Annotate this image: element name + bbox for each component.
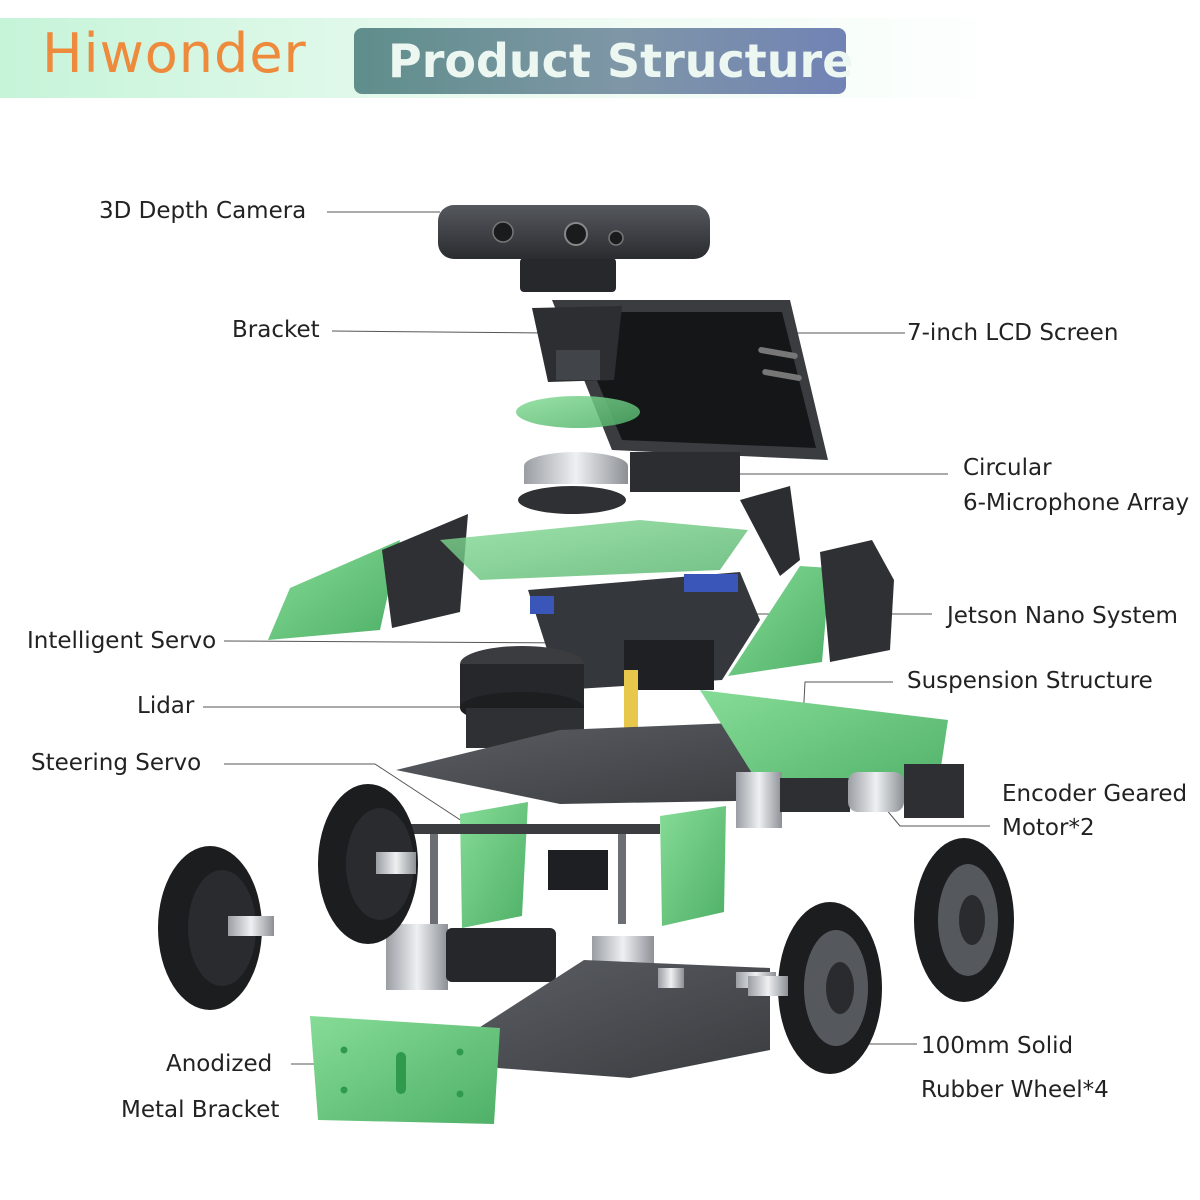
upper-frame — [440, 486, 800, 580]
bracket-part — [532, 306, 622, 382]
wheel-rear-left — [158, 846, 274, 1010]
depth-camera-part — [438, 205, 710, 292]
chassis-middle — [396, 690, 964, 828]
lidar-part — [460, 646, 638, 748]
label-depth-camera: 3D Depth Camera — [99, 198, 307, 224]
anodized-metal-bracket-part — [310, 1016, 500, 1124]
label-wheel-line1: 100mm Solid — [921, 1033, 1074, 1059]
label-anodized-line1: Anodized — [166, 1051, 273, 1077]
brand-logo: Hiwonder — [42, 22, 307, 85]
page-title: Product Structure — [388, 34, 854, 88]
label-lcd-screen: 7-inch LCD Screen — [907, 320, 1119, 346]
label-encoder-motor-line2: Motor*2 — [1002, 815, 1095, 841]
label-jetson-nano: Jetson Nano System — [947, 603, 1178, 629]
label-steering-servo: Steering Servo — [31, 750, 202, 776]
wheel-front-left — [318, 784, 418, 944]
leader-steering-servo — [224, 763, 469, 826]
leader-intelligent-servo — [223, 640, 583, 644]
label-mic-array-line2: 6-Microphone Array — [963, 490, 1190, 516]
leader-encoder-motor — [884, 807, 990, 827]
label-lidar: Lidar — [137, 693, 195, 719]
title-banner — [354, 28, 846, 94]
jetson-nano-part — [528, 572, 760, 690]
label-anodized-line2: Metal Bracket — [121, 1097, 280, 1123]
label-intelligent-servo: Intelligent Servo — [27, 628, 217, 654]
wheel-rear-right — [914, 838, 1014, 1002]
leader-bracket — [331, 330, 546, 334]
label-encoder-motor-line1: Encoder Geared — [1002, 781, 1188, 807]
steering-assembly — [386, 802, 726, 1000]
label-bracket: Bracket — [232, 317, 320, 343]
mic-array-part — [516, 396, 740, 514]
wheel-front-right — [748, 902, 882, 1074]
label-mic-array-line1: Circular — [963, 455, 1052, 481]
label-wheel-line2: Rubber Wheel*4 — [921, 1077, 1109, 1103]
label-suspension: Suspension Structure — [907, 668, 1153, 694]
